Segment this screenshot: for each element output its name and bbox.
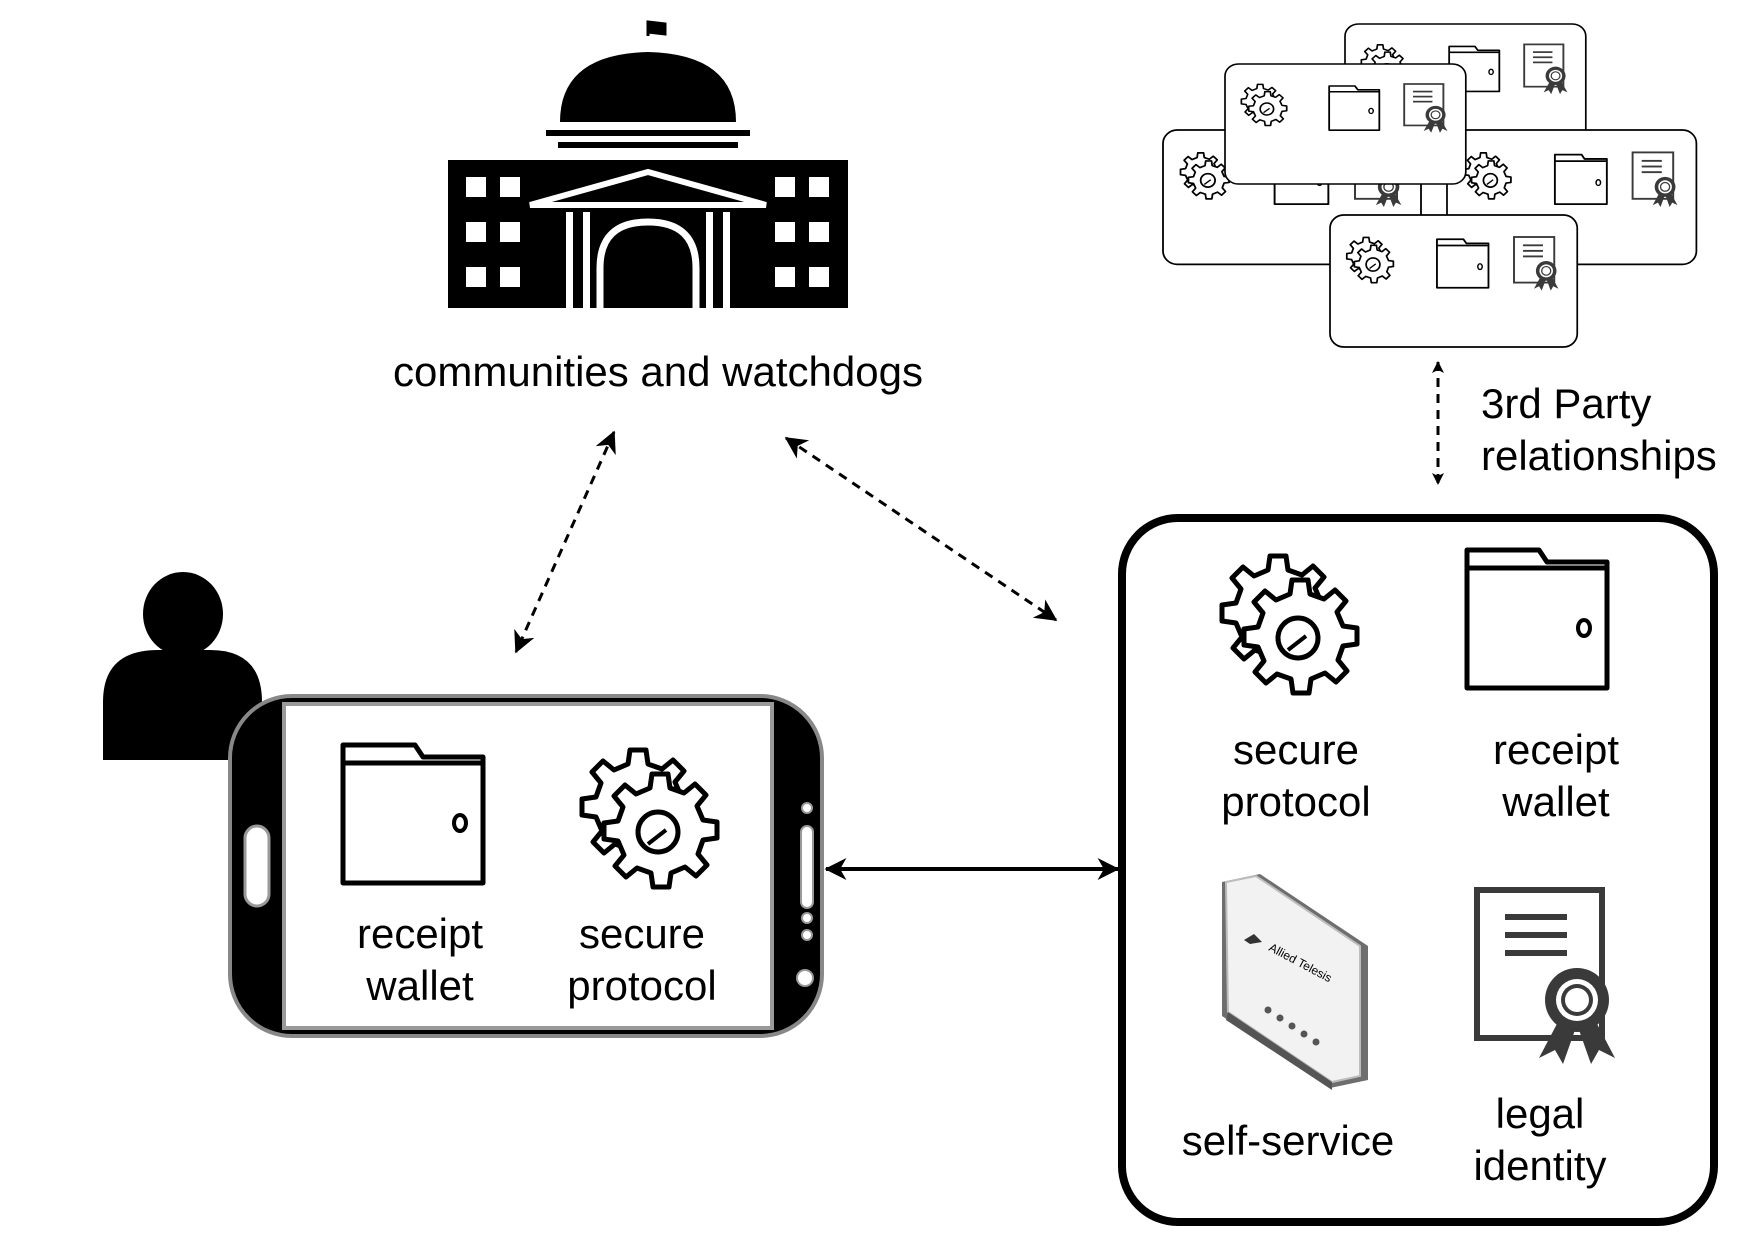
server-wallet-line1: receipt (1493, 726, 1619, 773)
server-selfservice-label: self-service (1182, 1117, 1394, 1164)
third-party-label-line1: 3rd Party (1481, 380, 1651, 427)
server-identity-line1: legal (1496, 1090, 1585, 1137)
phone-protocol-line1: secure (579, 910, 705, 957)
server-folder-icon (1467, 550, 1607, 688)
server-protocol-line1: secure (1233, 726, 1359, 773)
phone-wallet-line1: receipt (357, 910, 483, 957)
server-protocol-line2: protocol (1221, 778, 1370, 825)
certificate-icon (1477, 890, 1615, 1064)
server-identity-line2: identity (1473, 1142, 1606, 1189)
community-phone-arrow (514, 430, 616, 654)
phone-wallet-line2: wallet (365, 962, 474, 1009)
router-device-icon: Allied Telesis (1222, 874, 1368, 1090)
third-party-label-line2: relationships (1481, 432, 1717, 479)
person-icon (103, 572, 262, 760)
third-party-card-stack (1163, 24, 1696, 347)
smartphone-icon (228, 694, 824, 1038)
community-server-arrow (784, 436, 1058, 622)
community-label: communities and watchdogs (393, 348, 923, 395)
phone-folder-icon (343, 745, 483, 883)
server-wallet-line2: wallet (1501, 778, 1610, 825)
phone-protocol-line2: protocol (567, 962, 716, 1009)
government-building-icon (448, 20, 848, 308)
